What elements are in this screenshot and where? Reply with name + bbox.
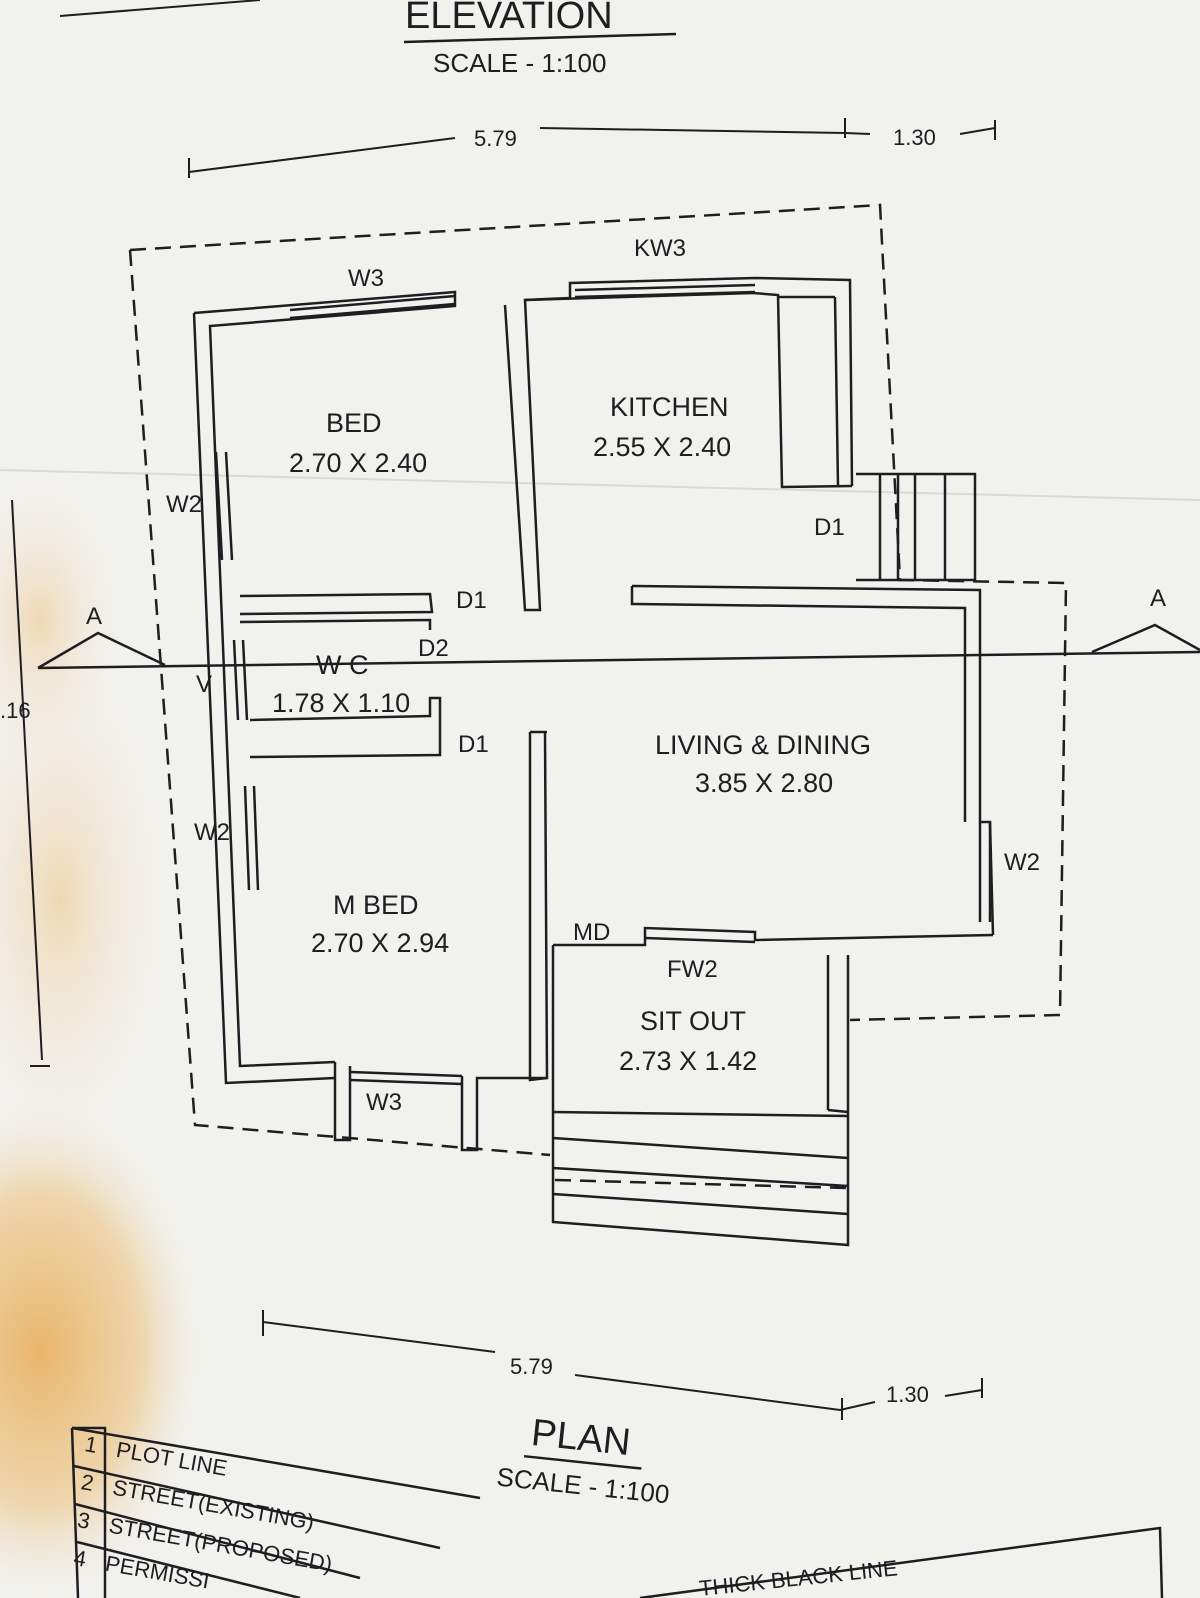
room-bed-name: BED [326,408,382,438]
legend-row-3-no: 3 [76,1507,92,1534]
legend-row-1-no: 1 [83,1431,99,1458]
room-sitout-size: 2.73 X 1.42 [619,1046,757,1076]
elevation-scale: SCALE - 1:100 [433,48,606,78]
room-mbed-size: 2.70 X 2.94 [311,928,449,958]
elevation-title: ELEVATION [405,0,613,37]
window-tag-w3-bottom: W3 [366,1089,402,1116]
legend-row-2-no: 2 [79,1469,95,1496]
room-living-size: 3.85 X 2.80 [695,768,833,798]
room-mbed-name: M BED [333,890,419,920]
door-tag-d1-kitchen: D1 [814,514,845,541]
legend-table [70,1426,1164,1598]
bottom-dimension-main: 5.79 [510,1354,553,1379]
section-line-a-a [37,623,1200,670]
window-tag-fw2: FW2 [667,956,718,983]
section-mark-right: A [1150,585,1166,612]
room-wc-size: 1.78 X 1.10 [272,688,410,718]
door-tag-md: MD [573,919,610,946]
door-tag-d2: D2 [418,635,449,662]
door-tag-d1-mbed: D1 [458,731,489,758]
legend-row-4-label: PERMISSI [103,1551,211,1594]
section-mark-left: A [86,603,102,630]
room-sitout-name: SIT OUT [640,1006,746,1036]
room-kitchen-size: 2.55 X 2.40 [593,432,731,462]
plot-line [128,203,1068,1190]
bottom-dimension-line [262,1310,983,1420]
left-dimension-label: .16 [0,698,31,723]
room-kitchen-name: KITCHEN [610,392,729,422]
window-tag-kw3: KW3 [634,235,686,262]
window-tag-w2-upper: W2 [166,491,202,518]
plan-heading: PLAN SCALE - 1:100 [495,1412,671,1510]
legend-right-label: THICK BLACK LINE [698,1555,899,1598]
elevation-heading: ELEVATION SCALE - 1:100 [59,0,677,78]
bottom-dimension-side: 1.30 [886,1382,929,1407]
top-dimension-line [188,118,996,178]
window-tag-w3-top: W3 [348,265,384,292]
left-dimension-line [11,499,50,1067]
walls [192,276,995,1247]
window-tag-w2-lower: W2 [194,819,230,846]
plan-scale: SCALE - 1:100 [495,1462,671,1510]
legend-row-4-no: 4 [72,1545,88,1572]
ventilator-tag-v: V [196,671,212,698]
room-bed-size: 2.70 X 2.40 [289,448,427,478]
top-dimension-side: 1.30 [893,125,936,150]
door-tag-d1-bed: D1 [456,587,487,614]
plan-title: PLAN [529,1412,632,1464]
room-wc-name: W C [316,650,368,680]
room-living-name: LIVING & DINING [655,730,871,760]
top-dimension-main: 5.79 [474,126,517,151]
window-tag-w2-right: W2 [1004,849,1040,876]
